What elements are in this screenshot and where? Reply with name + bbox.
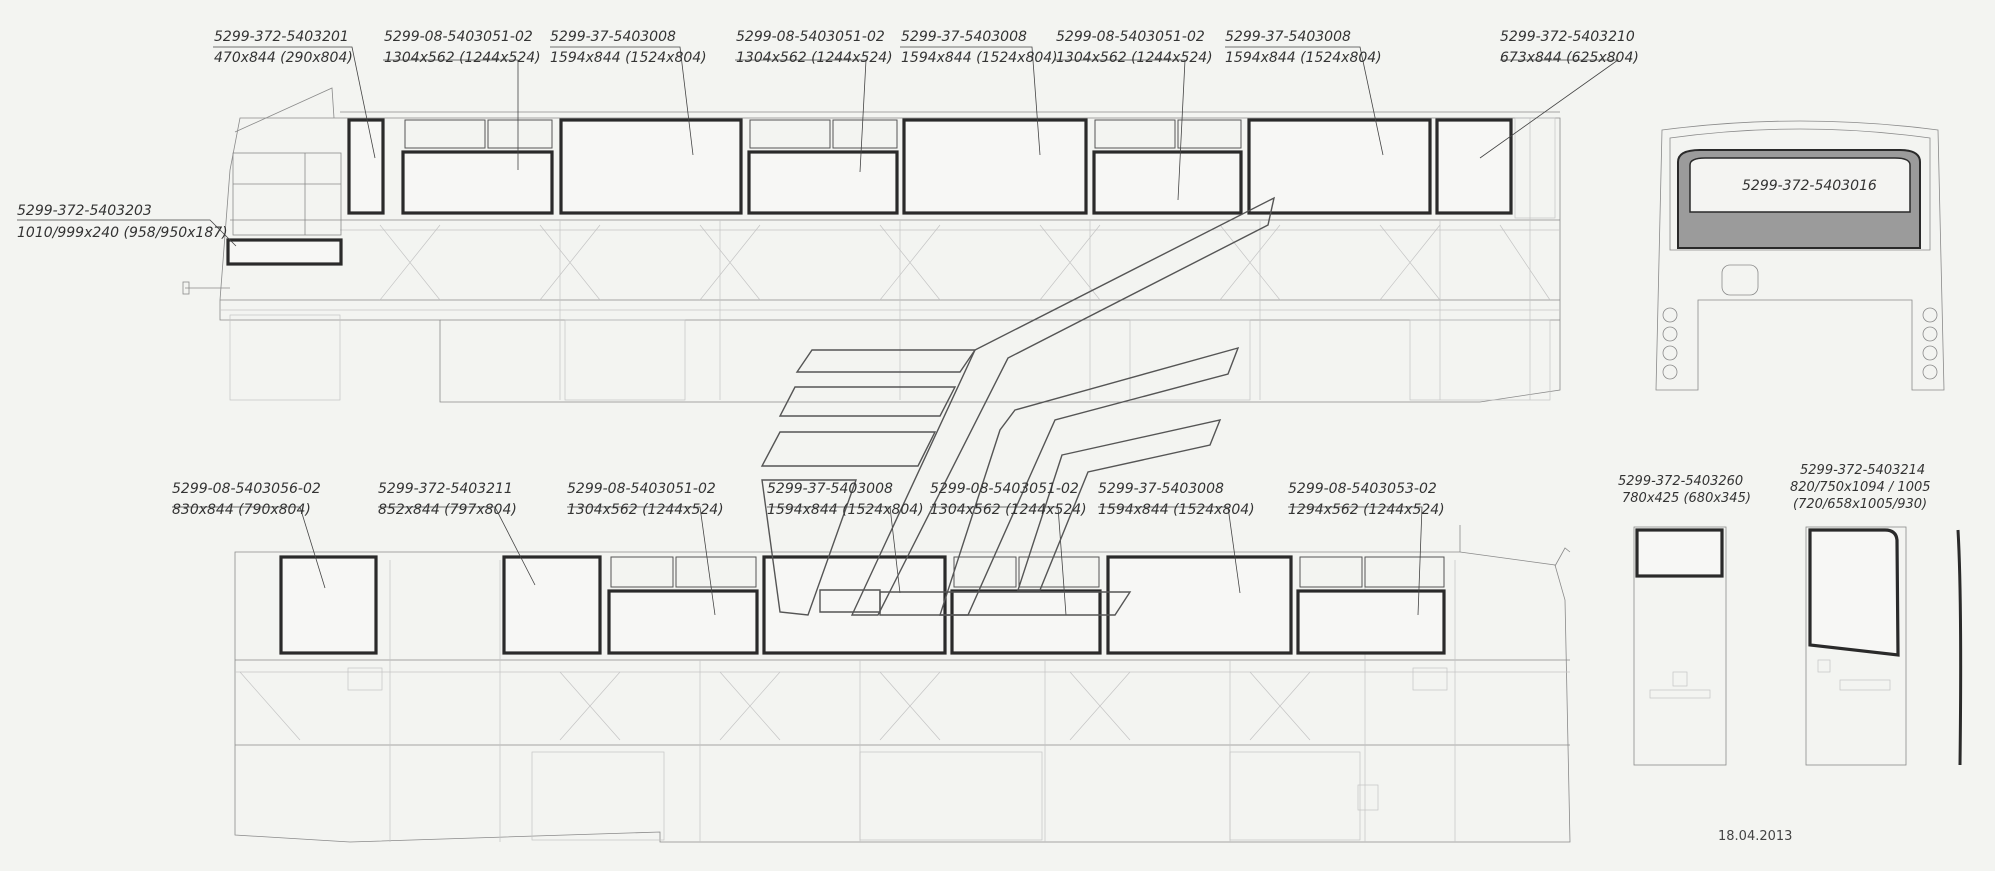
label-dims-13: 1594x844 (1524x804) (767, 502, 924, 518)
window-5403051-a (401, 150, 554, 215)
window-5403008-d (762, 555, 947, 655)
label-dims-door-1: 780x425 (680x345) (1622, 491, 1751, 506)
window-5403203 (226, 238, 343, 266)
label-part-16: 5299-08-5403053-02 (1288, 481, 1437, 497)
label-dims-16: 1294x562 (1244x524) (1288, 502, 1445, 518)
rear-view (1655, 120, 1945, 391)
label-dims-3: 1594x844 (1524x804) (550, 50, 707, 66)
bottom-leader-lines (172, 506, 1423, 616)
label-dims-14: 1304x562 (1244x524) (930, 502, 1087, 518)
label-part-1: 5299-372-5403201 (214, 29, 349, 45)
window-5403053 (1296, 589, 1446, 655)
label-dims-15: 1594x844 (1524x804) (1098, 502, 1255, 518)
label-part-15: 5299-37-5403008 (1098, 481, 1224, 497)
label-part-3: 5299-37-5403008 (550, 29, 676, 45)
window-5403210 (1435, 118, 1513, 215)
window-5403051-c (1092, 150, 1243, 215)
rear-window-label: 5299-372-5403016 (1742, 178, 1877, 194)
window-5403051-b (747, 150, 899, 215)
window-5403008-c (1247, 118, 1432, 215)
label-dims-11: 852x844 (797x804) (378, 502, 517, 518)
label-part-door-2: 5299-372-5403214 (1800, 463, 1925, 478)
top-leader-lines (17, 46, 1620, 247)
drawing-date: 18.04.2013 (1718, 829, 1792, 844)
label-dims-5: 1594x844 (1524x804) (901, 50, 1058, 66)
label-part-9: 5299-372-5403203 (17, 203, 152, 219)
bottom-labels: 5299-08-5403056-02 830x844 (790x804) 529… (172, 481, 1445, 518)
door-labels: 5299-372-5403260 780x425 (680x345) 5299-… (1618, 463, 1931, 512)
label-part-6: 5299-08-5403051-02 (1056, 29, 1205, 45)
window-5403211 (502, 555, 602, 655)
label-dims2-door-2: (720/658x1005/930) (1793, 497, 1927, 512)
label-part-14: 5299-08-5403051-02 (930, 481, 1079, 497)
left-side-windows (226, 118, 1513, 266)
left-side-view (182, 87, 1561, 403)
logo-watermark (760, 196, 1276, 616)
door-front (1633, 526, 1727, 766)
label-part-5: 5299-37-5403008 (901, 29, 1027, 45)
label-part-door-1: 5299-372-5403260 (1618, 474, 1743, 489)
label-part-2: 5299-08-5403051-02 (384, 29, 533, 45)
label-part-7: 5299-37-5403008 (1225, 29, 1351, 45)
label-dims-6: 1304x562 (1244x524) (1056, 50, 1213, 66)
label-dims-9: 1010/999x240 (958/950x187) (17, 225, 228, 241)
label-dims-2: 1304x562 (1244x524) (384, 50, 541, 66)
label-part-13: 5299-37-5403008 (767, 481, 893, 497)
label-part-10: 5299-08-5403056-02 (172, 481, 321, 497)
label-part-12: 5299-08-5403051-02 (567, 481, 716, 497)
label-dims-1: 470x844 (290x804) (214, 50, 353, 66)
label-dims-7: 1594x844 (1524x804) (1225, 50, 1382, 66)
window-5403008-a (559, 118, 743, 215)
label-dims-4: 1304x562 (1244x524) (736, 50, 893, 66)
label-part-8: 5299-372-5403210 (1500, 29, 1635, 45)
window-5403008-e (1106, 555, 1293, 655)
window-5403056 (279, 555, 378, 655)
label-part-11: 5299-372-5403211 (378, 481, 513, 497)
right-side-view (234, 525, 1571, 843)
window-5403051-d (607, 589, 759, 655)
label-dims-door-2: 820/750x1094 / 1005 (1790, 480, 1931, 495)
label-dims-10: 830x844 (790x804) (172, 502, 311, 518)
window-5403201 (347, 118, 385, 215)
door-rear (1805, 526, 1963, 766)
right-side-windows (279, 555, 1446, 655)
window-5403008-b (902, 118, 1088, 215)
label-dims-12: 1304x562 (1244x524) (567, 502, 724, 518)
top-labels: 5299-372-5403201 470x844 (290x804) 5299-… (17, 29, 1877, 241)
label-part-4: 5299-08-5403051-02 (736, 29, 885, 45)
window-5403051-e (950, 589, 1102, 655)
label-dims-8: 673x844 (625x804) (1500, 50, 1639, 66)
